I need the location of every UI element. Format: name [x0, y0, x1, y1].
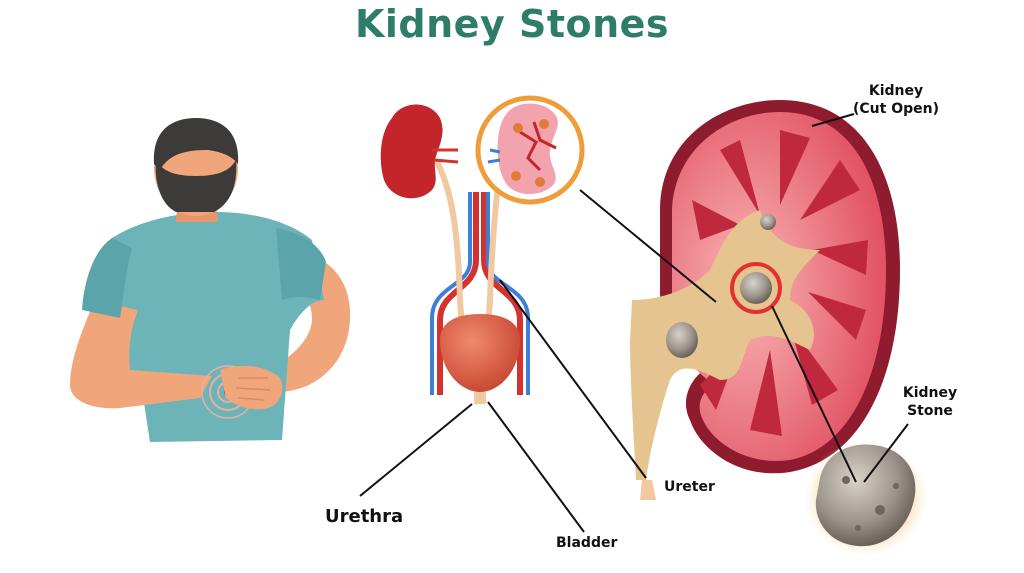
leader-lines: [359, 113, 909, 533]
label-stone-line2: Stone: [907, 403, 953, 419]
label-ureter: Ureter: [664, 479, 715, 495]
kidney-stone-closeup: [804, 440, 928, 556]
label-stone-line1: Kidney: [902, 385, 958, 401]
label-kidney-stone: Kidney Stone: [870, 384, 990, 420]
label-kidney-line2: (Cut Open): [853, 101, 939, 117]
kidney-cross-section: [630, 100, 900, 500]
man-with-back-pain: [70, 118, 351, 442]
page-title: Kidney Stones: [354, 2, 670, 46]
label-bladder: Bladder: [556, 535, 618, 551]
label-urethra: Urethra: [325, 506, 404, 527]
stone-highlight-ring: [730, 262, 782, 314]
urinary-system-diagram: [380, 95, 585, 404]
label-kidney-cut-open: Kidney (Cut Open): [826, 82, 966, 118]
label-kidney-line1: Kidney: [868, 83, 924, 99]
